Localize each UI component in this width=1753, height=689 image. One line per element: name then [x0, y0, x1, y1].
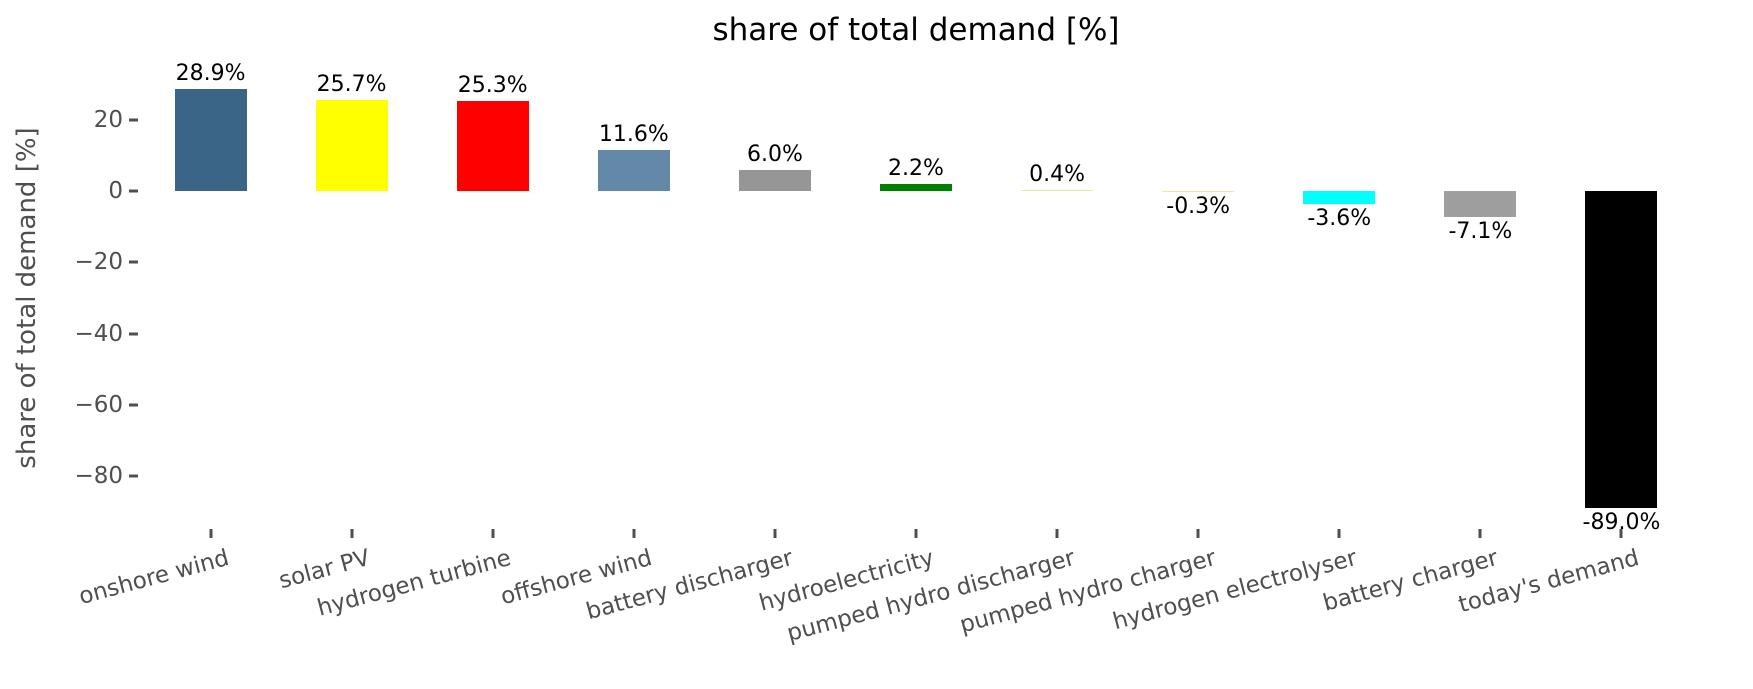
bar-value-label: -3.6% — [1307, 206, 1372, 232]
chart-title: share of total demand [%] — [712, 12, 1120, 48]
y-tick-label: −40 — [74, 320, 123, 347]
y-tick-mark — [129, 474, 138, 478]
bar-value-label: 28.9% — [175, 60, 246, 86]
bar-value-label: 6.0% — [746, 142, 803, 168]
bar-battery-discharger — [738, 170, 811, 192]
bar-pumped-hydro-charger — [1162, 191, 1235, 193]
y-tick-label: −80 — [74, 462, 123, 489]
x-tick-mark — [209, 529, 213, 538]
bar-hydroelectricity — [880, 183, 952, 192]
x-tick-mark — [350, 529, 354, 538]
y-tick-mark — [129, 332, 138, 336]
x-tick-mark — [1619, 529, 1623, 538]
bar-onshore-wind — [174, 88, 247, 192]
y-tick-mark — [129, 260, 138, 264]
bar-battery-charger — [1444, 191, 1517, 217]
bar-value-label: 11.6% — [598, 122, 669, 148]
y-axis-label: share of total demand [%] — [12, 127, 42, 469]
bar-hydrogen-electrolyser — [1303, 191, 1376, 205]
y-tick-mark — [129, 118, 138, 122]
bar-offshore-wind — [597, 150, 670, 192]
y-tick-label: −60 — [74, 391, 123, 418]
x-tick-label: onshore wind — [75, 545, 232, 610]
bar-today-s-demand — [1585, 191, 1658, 508]
y-tick-label: 20 — [93, 107, 123, 134]
x-tick-mark — [1478, 529, 1482, 538]
bar-value-label: -0.3% — [1166, 194, 1231, 220]
x-tick-mark — [914, 529, 918, 538]
y-tick-label: −20 — [74, 249, 123, 276]
bar-value-label: 25.7% — [316, 72, 387, 98]
bar-pumped-hydro-discharger — [1021, 189, 1094, 192]
bar-value-label: 2.2% — [888, 155, 944, 181]
x-tick-mark — [773, 529, 777, 538]
y-tick-label: 0 — [108, 178, 123, 205]
x-tick-mark — [632, 529, 636, 538]
x-tick-mark — [491, 529, 495, 538]
bar-value-label: -7.1% — [1448, 218, 1513, 244]
y-tick-mark — [129, 189, 138, 193]
x-tick-mark — [1337, 529, 1341, 538]
x-tick-mark — [1055, 529, 1059, 538]
y-tick-mark — [129, 403, 138, 407]
bar-value-label: 25.3% — [457, 73, 528, 99]
bar-value-label: 0.4% — [1029, 161, 1086, 187]
x-tick-mark — [1196, 529, 1200, 538]
bar-solar-PV — [315, 100, 388, 192]
bar-hydrogen-turbine — [456, 101, 529, 192]
